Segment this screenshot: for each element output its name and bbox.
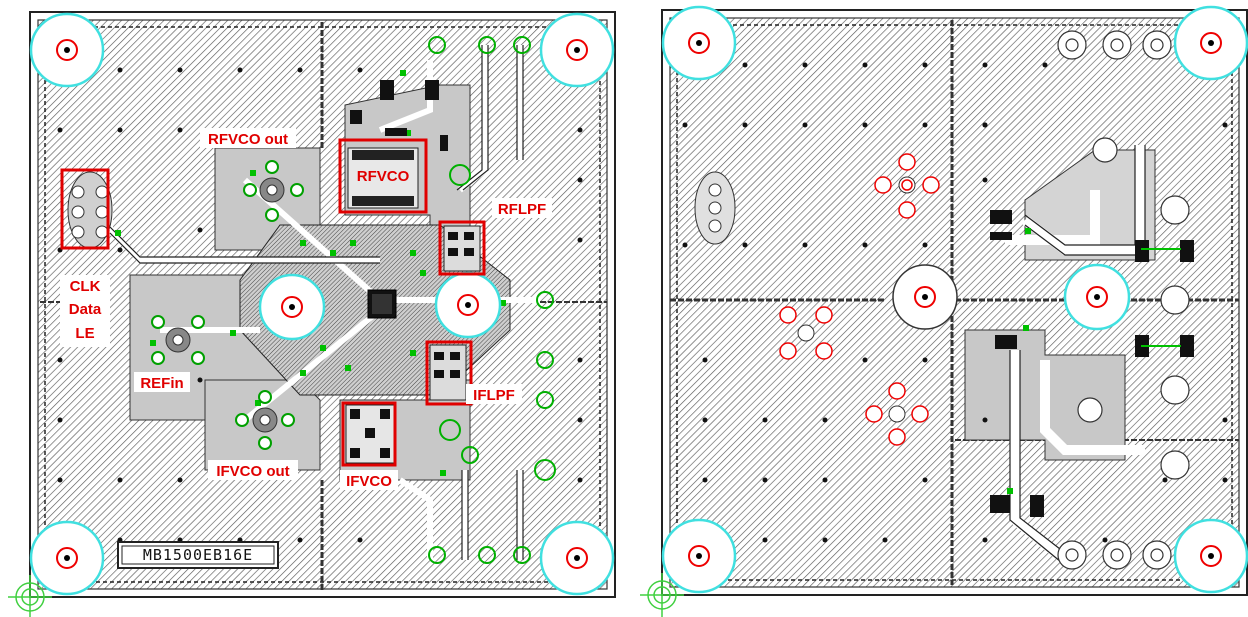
- ground-stitch-border-bottom: [676, 24, 1233, 581]
- mounting-hole-br: [539, 520, 615, 596]
- label-clk-data-le-group: CLK Data LE: [60, 275, 110, 347]
- label-ifvco-out-group: IFVCO out: [208, 460, 298, 480]
- label-rfvco-out: RFVCO out: [208, 131, 288, 148]
- part-number-inner: [121, 545, 275, 565]
- mounting-hole-tl-bottom: [661, 5, 737, 81]
- bottom-traces: [1005, 145, 1145, 564]
- connector-footprint-2: [779, 306, 833, 360]
- bottom-layer-board: [625, 0, 1248, 617]
- iflpf-block: [429, 344, 467, 401]
- top-layer-board: MB1500EB16E RFVCO out RFVCO RFLPF CLK Da…: [8, 11, 616, 617]
- label-le: LE: [75, 325, 94, 342]
- bottom-green-pads: [1007, 228, 1181, 494]
- mounting-hole-center-right-bottom: [1063, 263, 1131, 331]
- header-footprint-bottom: [694, 171, 736, 245]
- label-refin-group: REFin: [134, 372, 190, 392]
- mounting-hole-bl-bottom: [661, 518, 737, 594]
- mounting-hole-bl: [29, 520, 105, 596]
- component-vias: [428, 36, 556, 564]
- highlight-clk-header: [60, 168, 110, 250]
- label-ifvco-out: IFVCO out: [216, 463, 289, 480]
- header-pins: [67, 171, 113, 249]
- rfvco-module: [347, 147, 419, 209]
- label-rflpf-group: RFLPF: [492, 198, 552, 218]
- label-rfvco-group: RFVCO: [357, 168, 410, 185]
- fiducial-right: [640, 573, 684, 617]
- label-clk: CLK: [70, 278, 101, 295]
- label-rflpf: RFLPF: [498, 201, 546, 218]
- ifvco-module: [345, 404, 395, 464]
- label-rfvco-out-group: RFVCO out: [200, 128, 296, 148]
- through-hole-rings: [1057, 30, 1190, 570]
- mounting-hole-tr-bottom: [1173, 5, 1248, 81]
- label-iflpf-group: IFLPF: [466, 384, 522, 404]
- sma-connector-ifvco-out: [235, 390, 295, 450]
- label-refin: REFin: [140, 375, 183, 392]
- mounting-hole-left-center: [258, 273, 326, 341]
- connector-footprint-1: [874, 153, 940, 219]
- mounting-hole-br-bottom: [1173, 518, 1248, 594]
- highlight-rfvco: [338, 138, 428, 214]
- highlight-iflpf: [425, 340, 473, 406]
- label-rfvco: RFVCO: [357, 168, 410, 185]
- part-number: MB1500EB16E: [143, 546, 253, 564]
- highlight-ifvco: [341, 401, 397, 467]
- trace-outlines: [109, 45, 524, 560]
- highlight-rflpf: [438, 220, 486, 276]
- top-layer-svg: MB1500EB16E RFVCO out RFVCO RFLPF CLK Da…: [8, 11, 616, 617]
- bottom-ground-vias: [682, 62, 1228, 543]
- mounting-hole-tr: [539, 12, 615, 88]
- label-data: Data: [69, 301, 102, 318]
- fiducial-left: [8, 575, 52, 617]
- ground-vias: [57, 67, 583, 543]
- bottom-smd-components: [990, 210, 1194, 517]
- pll-ic-die: [372, 294, 392, 314]
- mounting-hole-right-center: [434, 271, 502, 339]
- mounting-hole-tl: [29, 12, 105, 88]
- connector-footprint-3: [865, 382, 929, 446]
- rflpf-block: [443, 225, 481, 272]
- label-iflpf: IFLPF: [473, 387, 515, 404]
- sma-connector-rfvco-out: [243, 160, 304, 222]
- bottom-trace-outlines: [1009, 145, 1146, 563]
- sma-connector-refin: [151, 315, 205, 365]
- highlight-boxes: [60, 138, 486, 467]
- small-green-pads: [115, 70, 506, 476]
- label-ifvco-group: IFVCO: [340, 470, 398, 490]
- bottom-layer-svg: [640, 5, 1248, 617]
- mounting-hole-center-left-bottom: [892, 264, 958, 330]
- label-ifvco: IFVCO: [346, 473, 392, 490]
